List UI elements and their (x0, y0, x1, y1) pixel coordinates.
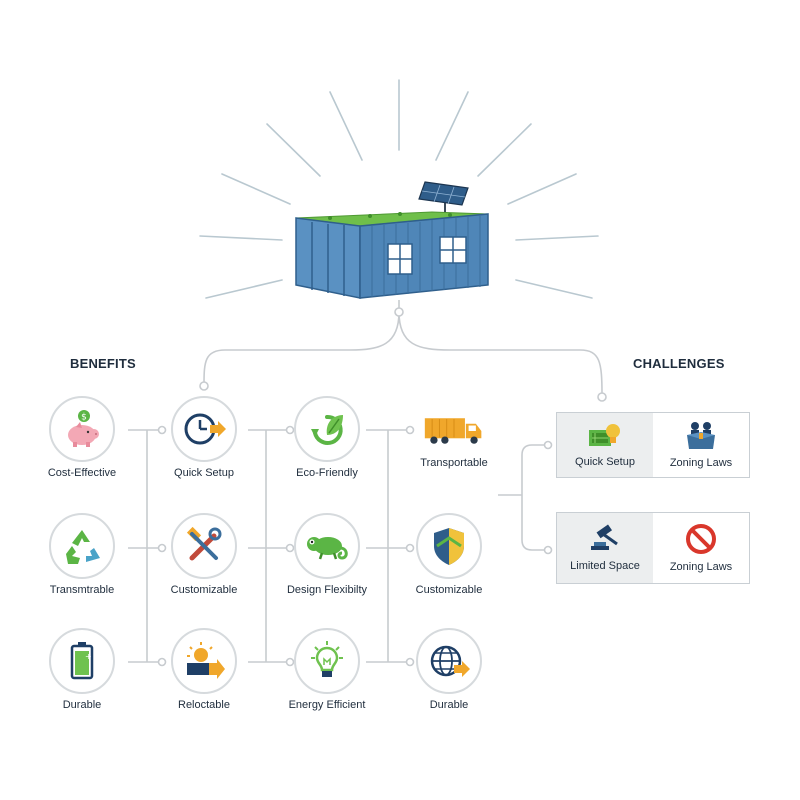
battery-icon: + (49, 628, 115, 694)
benefit-label: Durable (62, 699, 102, 711)
challenge-label: Zoning Laws (669, 456, 733, 469)
benefit-label: Transportable (420, 457, 488, 469)
sun-arrow-icon (171, 628, 237, 694)
benefit-transmtrable[interactable]: Transmtrable (17, 513, 147, 597)
people-box-icon (687, 421, 715, 449)
challenge-label: Zoning Laws (669, 560, 733, 573)
challenge-connectors (498, 444, 548, 551)
benefit-energy-efficient[interactable]: Energy Efficient (262, 628, 392, 712)
benefit-label: Customizable (415, 584, 483, 596)
benefit-durable-battery[interactable]: + Durable (17, 628, 147, 712)
challenge-limited-space[interactable]: Limited Space (557, 513, 653, 583)
piggy-bank-icon: $ (49, 396, 115, 462)
challenge-quick-setup[interactable]: Quick Setup (557, 413, 653, 477)
challenges-heading: CHALLENGES (633, 356, 725, 371)
sunburst-rays (199, 79, 599, 299)
gavel-icon (591, 524, 618, 550)
chameleon-icon (294, 513, 360, 579)
benefit-quick-setup[interactable]: Quick Setup (139, 396, 269, 480)
benefit-label: Cost-Effective (47, 467, 117, 479)
benefit-label: Design Flexibilty (286, 584, 368, 596)
truck-icon (421, 410, 487, 452)
benefit-design-flexibility[interactable]: Design Flexibilty (262, 513, 392, 597)
challenge-panel-1[interactable]: Quick Setup Zoning Laws (556, 412, 750, 478)
lightbulb-icon (294, 628, 360, 694)
benefit-row-connectors (128, 429, 410, 663)
benefit-label: Transmtrable (49, 584, 115, 596)
challenge-label: Limited Space (570, 559, 640, 572)
benefit-label: Energy Efficient (288, 699, 366, 711)
prohibited-icon (686, 523, 716, 554)
benefit-transportable[interactable]: Transportable (389, 410, 519, 470)
benefit-label: Durable (429, 699, 469, 711)
shield-icon (416, 513, 482, 579)
benefits-heading: BENEFITS (70, 356, 136, 371)
benefit-relocatable[interactable]: Reloctable (139, 628, 269, 712)
challenge-panel-2[interactable]: Limited Space Zoning Laws (556, 512, 750, 584)
leaf-icon (294, 396, 360, 462)
recycle-icon (49, 513, 115, 579)
challenge-zoning-laws-2[interactable]: Zoning Laws (653, 513, 749, 583)
benefit-cost-effective[interactable]: $ Cost-Effective (17, 396, 147, 480)
benefit-eco-friendly[interactable]: Eco-Friendly (262, 396, 392, 480)
challenge-label: Quick Setup (575, 455, 635, 468)
benefit-durable-globe[interactable]: Durable (384, 628, 514, 712)
benefit-customizable[interactable]: Customizable (139, 513, 269, 597)
tools-icon (171, 513, 237, 579)
benefit-customizable-shield[interactable]: Customizable (384, 513, 514, 597)
challenge-zoning-laws[interactable]: Zoning Laws (653, 413, 749, 477)
clock-icon (171, 396, 237, 462)
benefit-label: Quick Setup (174, 467, 234, 479)
svg-text:$: $ (81, 413, 87, 423)
container-home-illustration (295, 181, 489, 299)
blueprint-icon (589, 423, 620, 446)
benefit-label: Eco-Friendly (296, 467, 358, 479)
benefit-label: Reloctable (178, 699, 230, 711)
svg-text:+: + (85, 652, 92, 661)
globe-icon (416, 628, 482, 694)
benefit-label: Customizable (170, 584, 238, 596)
